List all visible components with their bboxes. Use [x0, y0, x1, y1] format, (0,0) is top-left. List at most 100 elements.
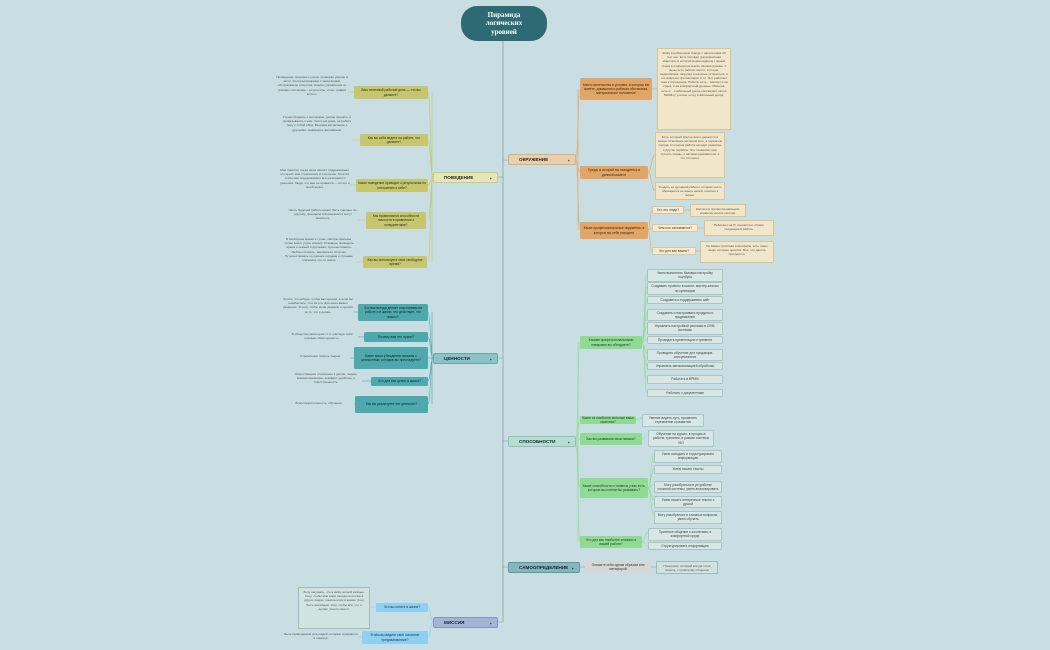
pov-question-5[interactable]: Как вы используете свое свободное время? [363, 256, 427, 268]
mis-note-1: Хочу ощущать, что я живу полной жизнью. … [298, 587, 370, 629]
connector-line [641, 341, 648, 393]
collapse-toggle-icon[interactable]: ▸ [489, 174, 492, 180]
cen-question-3[interactable]: Какие ваши убеждения связаны с ценностям… [354, 347, 428, 369]
spo-question-5[interactable]: Что для вас наиболее значимо в вашей раб… [580, 536, 642, 548]
connector-line [575, 440, 581, 543]
connector-line [641, 541, 649, 547]
spo-question-4[interactable]: Какие способности и таланты у вас есть, … [580, 478, 648, 498]
branch-samoopredelenie[interactable]: САМООПРЕДЕЛЕНИЕ▸ [508, 562, 580, 573]
connector-line [647, 171, 656, 192]
branch-label: ОКРУЖЕНИЕ [519, 156, 549, 162]
okr-sub-who[interactable]: Кто это люди? [652, 206, 684, 214]
spo-question-1[interactable]: Какими профессиональными навыками вы обл… [580, 336, 642, 349]
pov-note-2: Утром общаюсь с коллегами, делаю проекты… [282, 115, 352, 132]
spo-item[interactable]: Могу разобраться в сложных вопросах, уме… [654, 511, 722, 524]
connector-line [427, 606, 434, 623]
root-title-line-1: Пирамида [487, 11, 521, 20]
cen-question-4[interactable]: Что для вас ценно в жизни? [371, 377, 428, 386]
spo-item[interactable]: Создавать и поддерживать сайт [647, 295, 723, 304]
pov-question-3[interactable]: Какое поведение приводит к результатам п… [356, 179, 428, 192]
connector-line [427, 336, 434, 359]
connector-line [635, 417, 643, 421]
connector-line [647, 227, 653, 231]
connector-line [647, 469, 655, 489]
pov-question-4[interactable]: Как проявляются способности личности в с… [366, 212, 426, 229]
root-title-line-2: логических [485, 19, 523, 28]
collapse-toggle-icon[interactable]: ▸ [489, 619, 492, 625]
collapse-toggle-icon[interactable]: ▸ [489, 355, 492, 361]
pov-question-2[interactable]: Как вы себя ведете на работе, что делает… [360, 134, 428, 146]
connector-line [427, 357, 434, 405]
okr-question-work[interactable]: Место жительства и условия, в которых вы… [580, 78, 652, 100]
okr-sub-who-note: Коллеги в профессиональном, управленческ… [690, 204, 746, 217]
cen-note-2: В обществе меня ценят и я чувствую себя … [291, 332, 353, 341]
spo-item[interactable]: Создавать и настраивать продукты и продв… [647, 308, 723, 322]
collapse-toggle-icon[interactable]: ▸ [567, 438, 570, 444]
spo-item[interactable]: Умение видеть суть, проявлять стремление… [642, 414, 704, 427]
spo-item[interactable]: Могу разобраться в устройстве сложной си… [654, 480, 722, 494]
connector-line [641, 325, 648, 343]
spo-item[interactable]: Работать в BPMN [647, 375, 723, 384]
connector-line [641, 531, 649, 543]
okr-question-people[interactable]: Среда, в которой вы находитесь в данный … [580, 166, 648, 179]
cen-question-2[interactable]: Почему вам это нужно? [364, 332, 428, 342]
okr-note-people-2: Уходить из духовной работы, которая част… [655, 182, 725, 200]
mis-question-2[interactable]: В чём вы видите своё основное предназнач… [362, 631, 428, 644]
spo-item[interactable]: Приятное общение с коллегами, в комфортн… [648, 528, 722, 541]
pov-note-1: Проведение планового утром, проверка уме… [276, 75, 348, 96]
okr-note-people: Есть, который крепче всего держится в жи… [655, 132, 725, 178]
okr-question-who[interactable]: Какие профессиональные окружения, в кото… [580, 222, 648, 239]
connector-line [427, 91, 434, 178]
connector-line [575, 438, 581, 442]
collapse-toggle-icon[interactable]: ▸ [567, 156, 570, 162]
connector-line [647, 484, 655, 489]
cen-question-1[interactable]: Что вас всегда делает счастливым на рабо… [358, 304, 428, 321]
connector-line [427, 176, 434, 263]
connector-line [575, 419, 581, 442]
spo-item[interactable]: Умею находить и структурировать информац… [654, 450, 722, 463]
spo-item[interactable]: Обучение на курсах, в процессе работы, т… [648, 430, 714, 447]
spo-item[interactable]: Умею выполнять базовую настройку ноутбук… [647, 269, 723, 282]
pov-question-1[interactable]: Ваш типичный рабочий день — что вы делае… [354, 86, 428, 99]
cen-note-5: Благотворительность, обучение. [295, 401, 343, 405]
branch-sposobnosti[interactable]: СПОСОБНОСТИ▸ [508, 436, 576, 447]
connector-line [427, 311, 434, 359]
spo-item[interactable]: Управлять автоматизацией обработки [647, 362, 723, 371]
connector-line [575, 341, 581, 442]
branch-cennosti[interactable]: ЦЕННОСТИ▸ [433, 353, 498, 364]
spo-item[interactable]: Создавать проекты в школе, мастер-классы… [647, 282, 723, 295]
branch-povedenie[interactable]: ПОВЕДЕНИЕ▸ [433, 172, 498, 183]
connector-line [647, 453, 655, 489]
collapse-toggle-icon[interactable]: ▸ [571, 564, 574, 570]
okr-sub-what-note: Работают на IT, консалтинг, общие тенден… [704, 220, 774, 236]
root-node[interactable]: Пирамида логических уровней [461, 6, 547, 41]
spo-item[interactable]: Умею писать интересные тексты с душой [654, 495, 722, 509]
spo-item[interactable]: Проводить презентации и тренинги [647, 335, 723, 344]
sam-question-1[interactable]: Опишите себя одним образом или метафорой [585, 561, 651, 573]
connector-line [427, 621, 434, 638]
connector-line [647, 154, 656, 173]
spo-question-2[interactable]: Какие из наиболее сильные ваши качества? [580, 416, 636, 424]
okr-sub-what[interactable]: Чем они занимаются? [652, 224, 698, 232]
spo-item[interactable]: Управлять настройкой рекламы в CRM-систе… [647, 322, 723, 335]
mis-note-2: Быть проводником для людей, которые нужд… [284, 632, 358, 641]
connector-line [647, 209, 653, 231]
connector-line [427, 139, 434, 178]
branch-missiya[interactable]: МИССИЯ▸ [433, 617, 498, 628]
okr-sub-important[interactable]: Что для вас важно? [652, 247, 696, 255]
branch-okruzhenie[interactable]: ОКРУЖЕНИЕ ▸ [508, 154, 576, 165]
okr-sub-important-note: Не важна приятная атмосфера, есть такие … [700, 241, 774, 263]
cen-note-4: Ответственное отношение к делам, людям, … [294, 372, 358, 385]
spo-item[interactable]: Умею писать тексты [654, 465, 722, 474]
spo-item[interactable]: Проводить обучение для продавцов-консуль… [647, 348, 723, 362]
mis-question-1[interactable]: Что вы хотите в жизни? [376, 603, 428, 612]
cen-question-5[interactable]: Как вы реализуете эти ценности? [355, 396, 428, 413]
connector-line [427, 176, 434, 186]
spo-item[interactable]: Работать с документами [647, 388, 723, 397]
root-title-line-3: уровней [491, 27, 517, 36]
spo-question-3[interactable]: Как вы развивали свои навыки? [580, 433, 642, 445]
spo-item[interactable]: Структурировать информацию [648, 542, 722, 551]
pov-note-4: Часть будущей работы может быть сделано … [288, 208, 358, 221]
